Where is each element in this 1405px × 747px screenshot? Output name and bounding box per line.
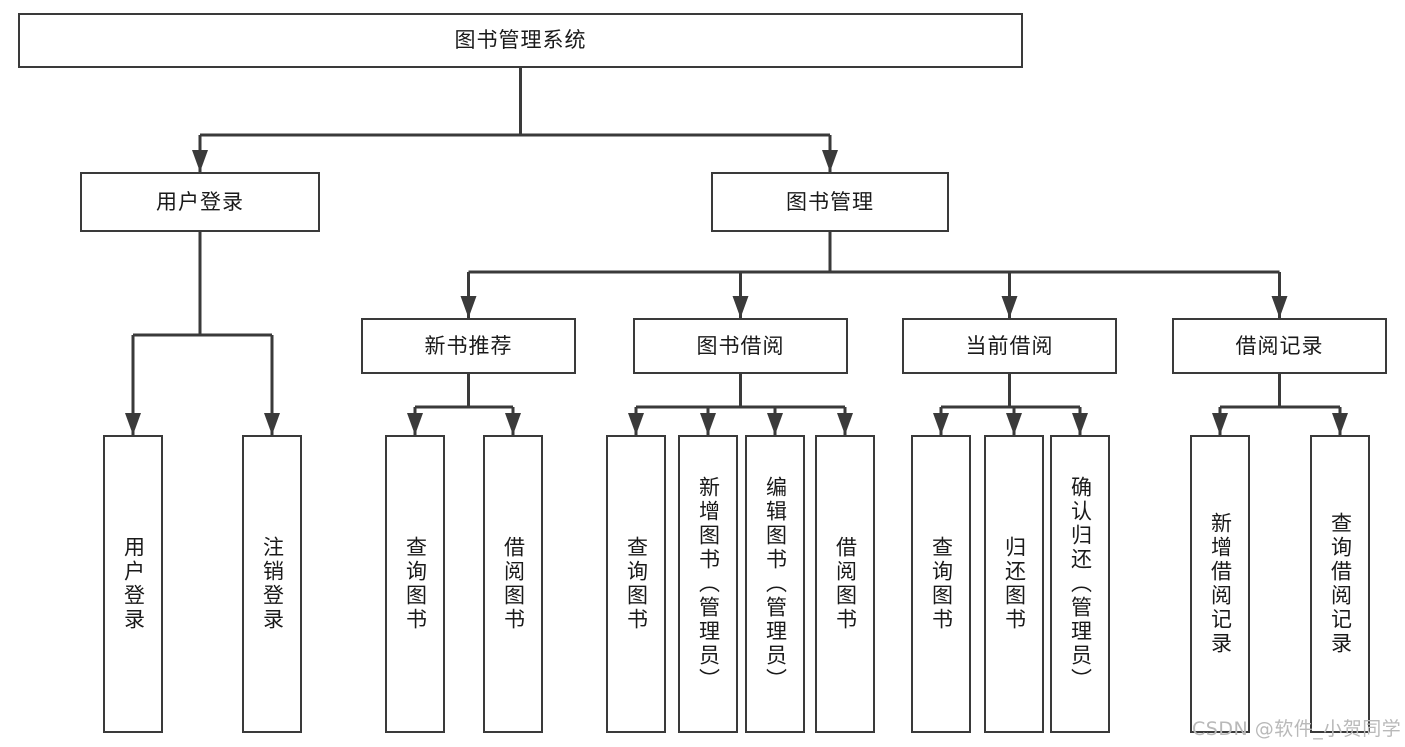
node-label-user-login: 用户登录 (156, 189, 244, 214)
node-leaf-query-book-2[interactable]: 查询图书 (606, 435, 666, 733)
node-label-new-book-rec: 新书推荐 (424, 333, 513, 358)
node-leaf-confirm-return[interactable]: 确认归还（管理员） (1050, 435, 1110, 733)
node-borrow-record[interactable]: 借阅记录 (1172, 318, 1387, 374)
node-leaf-return-book[interactable]: 归还图书 (984, 435, 1044, 733)
watermark-text: CSDN @软件_小贺同学 (1192, 718, 1402, 740)
node-user-login[interactable]: 用户登录 (80, 172, 320, 232)
node-leaf-query-book-1[interactable]: 查询图书 (385, 435, 445, 733)
node-label-leaf-edit-book: 编辑图书（管理员） (763, 476, 788, 692)
node-leaf-borrow-book-2[interactable]: 借阅图书 (815, 435, 875, 733)
node-book-manage[interactable]: 图书管理 (711, 172, 949, 232)
node-label-leaf-borrow-book-2: 借阅图书 (833, 536, 858, 632)
node-label-leaf-add-record: 新增借阅记录 (1208, 512, 1233, 656)
node-label-root: 图书管理系统 (454, 28, 587, 53)
node-label-leaf-return-book: 归还图书 (1002, 536, 1027, 632)
node-leaf-add-record[interactable]: 新增借阅记录 (1190, 435, 1250, 733)
node-label-borrow-record: 借阅记录 (1235, 333, 1324, 358)
node-leaf-query-book-3[interactable]: 查询图书 (911, 435, 971, 733)
node-leaf-add-book[interactable]: 新增图书（管理员） (678, 435, 738, 733)
node-label-leaf-confirm-return: 确认归还（管理员） (1068, 476, 1093, 692)
node-new-book-rec[interactable]: 新书推荐 (361, 318, 576, 374)
node-leaf-borrow-book-1[interactable]: 借阅图书 (483, 435, 543, 733)
node-root[interactable]: 图书管理系统 (18, 13, 1023, 68)
node-label-book-borrow: 图书借阅 (696, 333, 785, 358)
node-label-leaf-user-login: 用户登录 (121, 536, 146, 632)
node-label-leaf-add-book: 新增图书（管理员） (696, 476, 721, 692)
node-leaf-edit-book[interactable]: 编辑图书（管理员） (745, 435, 805, 733)
node-label-leaf-query-book-3: 查询图书 (929, 536, 954, 632)
node-leaf-user-login[interactable]: 用户登录 (103, 435, 163, 733)
node-current-borrow[interactable]: 当前借阅 (902, 318, 1117, 374)
node-label-leaf-user-logout: 注销登录 (260, 536, 285, 632)
node-label-book-manage: 图书管理 (786, 189, 874, 214)
node-book-borrow[interactable]: 图书借阅 (633, 318, 848, 374)
node-leaf-query-record[interactable]: 查询借阅记录 (1310, 435, 1370, 733)
node-label-leaf-query-book-1: 查询图书 (403, 536, 428, 632)
node-leaf-user-logout[interactable]: 注销登录 (242, 435, 302, 733)
node-label-leaf-query-book-2: 查询图书 (624, 536, 649, 632)
node-label-leaf-borrow-book-1: 借阅图书 (501, 536, 526, 632)
node-label-leaf-query-record: 查询借阅记录 (1328, 512, 1353, 656)
node-label-current-borrow: 当前借阅 (965, 333, 1054, 358)
